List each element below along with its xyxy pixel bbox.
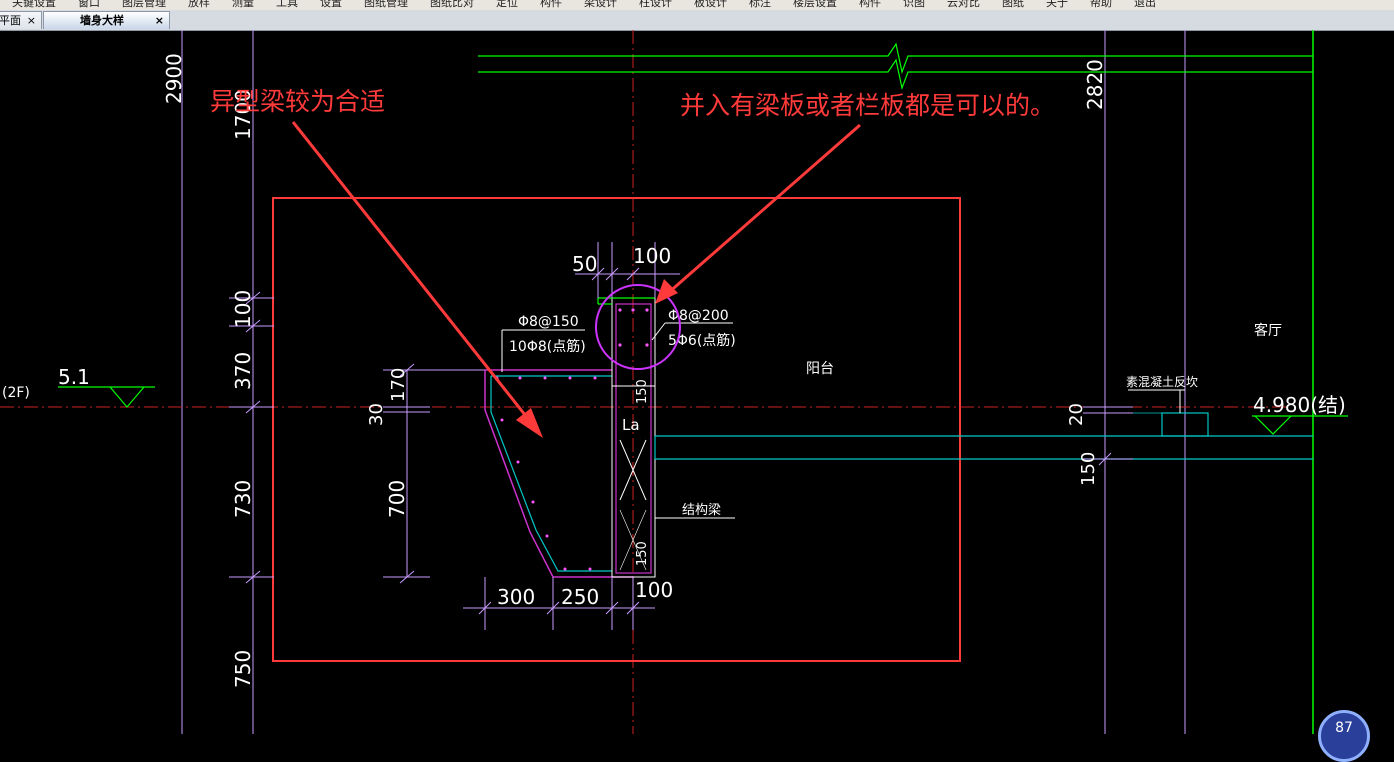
toolbar-item[interactable]: 标注 [749,0,771,9]
right-level-marker [1252,415,1348,435]
floating-speed-widget[interactable]: 87 [1318,710,1370,762]
dim-20: 20 [1066,403,1087,426]
toolbar-item[interactable]: 云对比 [947,0,980,9]
top-break-lines [478,42,1313,91]
left-dim-texts: 2900 1700 100 370 730 750 [162,53,255,688]
dim-250: 250 [561,585,599,609]
toolbar-item[interactable]: 放样 [188,0,210,9]
tab-plan-label: 平面 [0,14,21,27]
toolbar-item[interactable]: 构件 [540,0,562,9]
toolbar-item[interactable]: 识图 [903,0,925,9]
left-floor-label: (2F) [2,385,30,401]
toolbar-item[interactable]: 定位 [496,0,518,9]
rebar-leaders [501,322,735,519]
dim-2820: 2820 [1083,59,1107,110]
dim-30: 30 [366,403,387,426]
right-long-bar-label: 5Φ6(点筋) [668,332,736,349]
bottom-dim-texts: 300 250 100 [497,578,673,609]
shaped-beam [484,369,634,578]
toolbar-item[interactable]: 工具 [276,0,298,9]
inner-left-dims [383,363,485,584]
toolbar-item[interactable]: 帮助 [1090,0,1112,9]
left-stirrup-label: Φ8@150 [518,314,579,330]
annotation-left-note: 异型梁较为合适 [210,87,385,116]
toolbar-item[interactable]: 图层管理 [122,0,166,9]
dim-2900: 2900 [162,53,186,104]
toolbar-item[interactable]: 板设计 [694,0,727,9]
tab-plan-close-icon[interactable]: × [26,14,36,27]
right-dims [1083,406,1133,466]
right-dim-texts: 2820 20 150 [1066,59,1107,486]
dim-170: 170 [388,368,409,402]
toolbar-item[interactable]: 柱设计 [639,0,672,9]
dim-100-bottom: 100 [635,578,673,602]
tab-wall-detail-label: 墙身大样 [80,14,124,27]
top-dim-texts: 50 100 [572,244,671,276]
highlight-box [272,197,961,662]
tab-wall-detail-close-icon[interactable]: × [154,14,164,27]
construction-lines [181,30,1186,734]
structural-beam-label: 结构梁 [682,503,721,518]
left-level-value: 5.1 [58,365,90,389]
balcony-label: 阳台 [806,361,834,377]
dim-370: 370 [231,352,255,390]
annotation-right-note: 并入有梁板或者栏板都是可以的。 [680,91,1055,120]
la-label: La [622,416,640,434]
dim-150-right: 150 [1078,452,1099,486]
toolbar-item[interactable]: 退出 [1134,0,1156,9]
annotation-arrows [291,121,861,438]
document-tab-bar: 平面 × 墙身大样 × [0,10,1394,31]
right-stirrup-label: Φ8@200 [668,308,729,324]
highlight-circle [595,284,681,370]
inner-left-dim-texts: 170 30 700 [366,368,409,518]
dim-1700: 1700 [231,89,255,140]
toolbar-item[interactable]: 楼层设置 [793,0,837,9]
tab-wall-detail[interactable]: 墙身大样 × [43,11,170,29]
toolbar-item[interactable]: 构件 [859,0,881,9]
toolbar-item[interactable]: 图纸 [1002,0,1024,9]
bottom-dims [463,577,655,630]
dim-100-top: 100 [633,244,671,268]
right-level-value: 4.980(结) [1253,393,1346,417]
dim-730: 730 [231,480,255,518]
floor-slab [654,412,1313,460]
dim-700: 700 [385,480,409,518]
toolbar-item[interactable]: 窗口 [78,0,100,9]
widget-value: 87 [1335,720,1353,736]
column-texts: La 150 150 [622,379,650,566]
inner-150-top: 150 [635,379,650,404]
rebar-texts: Φ8@150 10Φ8(点筋) Φ8@200 5Φ6(点筋) 结构梁 阳台 客厅 [509,308,1282,518]
dim-300: 300 [497,585,535,609]
toolbar-item[interactable]: 图纸比对 [430,0,474,9]
column-rebar-dots [618,308,649,347]
dim-750: 750 [231,650,255,688]
left-level-marker [58,386,155,408]
toolbar-item[interactable]: 图纸管理 [364,0,408,9]
structural-beam-column [597,297,656,578]
living-room-label: 客厅 [1254,322,1282,339]
toolbar-item[interactable]: 关键设置 [12,0,56,9]
toolbar-item[interactable]: 测量 [232,0,254,9]
left-dim-chain [229,291,274,584]
toolbar-item[interactable]: 梁设计 [584,0,617,9]
dim-50: 50 [572,252,597,276]
inner-150-bottom: 150 [635,541,650,566]
concrete-curb-label: 素混凝土反坎 [1126,374,1198,389]
cad-drawing-canvas[interactable]: 2900 1700 100 370 730 750 170 30 700 [0,30,1394,734]
tab-plan[interactable]: 平面 × [0,11,42,29]
left-long-bar-label: 10Φ8(点筋) [509,338,586,355]
toolbar-item[interactable]: 设置 [320,0,342,9]
dim-100-left: 100 [231,290,255,328]
toolbar-item[interactable]: 关于 [1046,0,1068,9]
beam-rebar-dots [495,376,597,571]
